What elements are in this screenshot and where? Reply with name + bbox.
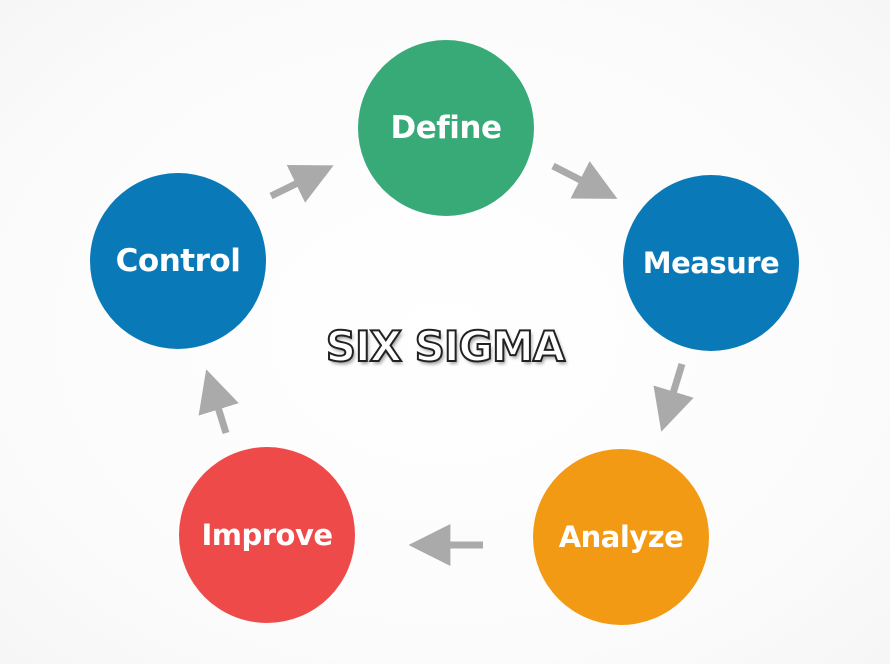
control-label: Control — [115, 243, 241, 279]
control-node: Control — [90, 173, 266, 349]
arrow-define-to-measure — [551, 161, 618, 199]
improve-node: Improve — [179, 447, 355, 623]
arrow-measure-to-analyze — [653, 362, 694, 432]
analyze-node: Analyze — [533, 449, 709, 625]
improve-label: Improve — [201, 518, 333, 552]
measure-label: Measure — [642, 246, 780, 280]
measure-node: Measure — [623, 175, 799, 351]
arrow-control-to-define — [269, 164, 334, 203]
define-label: Define — [390, 110, 502, 146]
define-node: Define — [358, 40, 534, 216]
diagram-title: SIX SIGMA — [325, 321, 567, 372]
analyze-label: Analyze — [558, 520, 684, 554]
arrow-improve-to-control — [198, 369, 239, 435]
